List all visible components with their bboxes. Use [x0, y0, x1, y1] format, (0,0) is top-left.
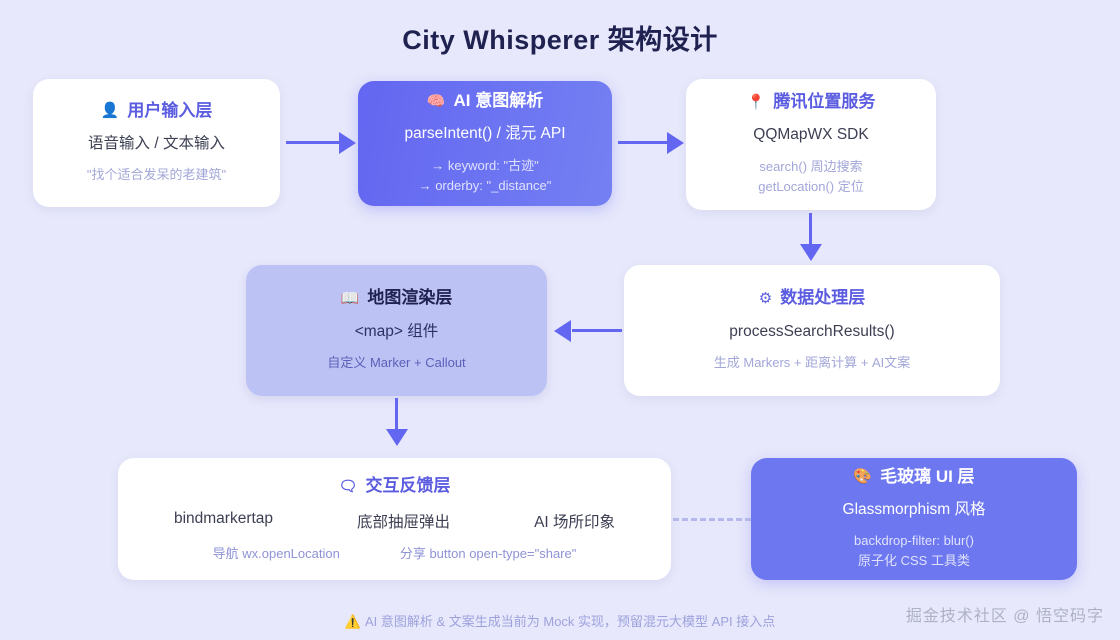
card-glass-ui-sub-1: backdrop-filter: blur(): [854, 533, 974, 549]
warning-icon: ⚠️: [344, 614, 361, 629]
card-glass-ui-sub: backdrop-filter: blur() 原子化 CSS 工具类: [854, 531, 974, 571]
card-interaction-title: 交互反馈层: [365, 476, 451, 496]
card-user-input[interactable]: 👤 用户输入层 语音输入 / 文本输入 "找个适合发呆的老建筑": [33, 79, 280, 207]
connector-user-to-ai-arrow: [339, 132, 356, 154]
card-tencent-location-header: 📍 腾讯位置服务: [747, 92, 876, 112]
card-user-input-sub: "找个适合发呆的老建筑": [86, 167, 227, 183]
connector-map-to-interaction-arrow: [386, 429, 408, 446]
connector-ai-to-tencent-arrow: [667, 132, 684, 154]
card-user-input-header: 👤 用户输入层: [101, 101, 213, 121]
gear-icon: ⚙: [758, 289, 773, 307]
footer-note-text: AI 意图解析 & 文案生成当前为 Mock 实现，预留混元大模型 API 接入…: [364, 614, 776, 629]
card-map-render[interactable]: 📖 地图渲染层 <map> 组件 自定义 Marker + Callout: [246, 265, 547, 396]
footer-note: ⚠️AI 意图解析 & 文案生成当前为 Mock 实现，预留混元大模型 API …: [0, 611, 1120, 630]
connector-data-to-map-line: [572, 329, 622, 332]
card-data-process-main: processSearchResults(): [729, 322, 895, 340]
connector-tencent-to-data-arrow: [800, 244, 822, 261]
connector-interaction-to-glass-dashed: [673, 518, 751, 521]
card-ai-intent-title: AI 意图解析: [453, 91, 544, 111]
card-data-process-title: 数据处理层: [780, 288, 866, 308]
speech-bubble-icon: 🗨: [338, 477, 358, 495]
card-tencent-location[interactable]: 📍 腾讯位置服务 QQMapWX SDK search() 周边搜索 getLo…: [686, 79, 936, 210]
card-interaction-columns: bindmarkertap 底部抽屉弹出 AI 场所印象: [174, 510, 615, 532]
page-title: City Whisperer 架构设计: [402, 25, 718, 55]
map-icon: 📖: [340, 289, 360, 307]
card-ai-intent-sub-1: → keyword: "古迹": [431, 157, 539, 173]
brain-icon: 🧠: [426, 92, 446, 110]
card-tencent-location-sub: search() 周边搜索 getLocation() 定位: [758, 157, 864, 197]
card-map-render-title: 地图渲染层: [367, 288, 453, 308]
card-user-input-main: 语音输入 / 文本输入: [88, 135, 225, 153]
card-interaction-header: 🗨 交互反馈层: [338, 476, 450, 496]
card-ai-intent-sub: → keyword: "古迹" → orderby: "_distance": [419, 156, 552, 196]
card-interaction-col-2: AI 场所印象: [534, 513, 616, 531]
user-icon: 👤: [100, 102, 120, 120]
card-map-render-sub: 自定义 Marker + Callout: [327, 354, 466, 370]
card-map-render-main: <map> 组件: [354, 322, 439, 340]
card-tencent-location-title: 腾讯位置服务: [773, 92, 876, 112]
connector-map-to-interaction-line: [395, 398, 398, 431]
card-tencent-location-sub-1: search() 周边搜索: [759, 158, 863, 174]
card-ai-intent-main: parseIntent() / 混元 API: [404, 125, 566, 143]
connector-tencent-to-data-line: [809, 213, 812, 246]
card-interaction-sub-1: 分享 button open-type="share": [399, 545, 577, 561]
card-glass-ui[interactable]: 🎨 毛玻璃 UI 层 Glassmorphism 风格 backdrop-fil…: [751, 458, 1077, 580]
card-interaction[interactable]: 🗨 交互反馈层 bindmarkertap 底部抽屉弹出 AI 场所印象 导航 …: [118, 458, 671, 580]
card-glass-ui-sub-2: 原子化 CSS 工具类: [858, 553, 970, 569]
card-interaction-col-0: bindmarkertap: [173, 509, 274, 527]
card-interaction-sub-0: 导航 wx.openLocation: [212, 545, 340, 561]
map-pin-icon: 📍: [746, 93, 766, 111]
card-ai-intent-sub-2: → orderby: "_distance": [418, 177, 552, 193]
palette-icon: 🎨: [853, 468, 873, 486]
card-data-process-header: ⚙ 数据处理层: [759, 288, 865, 308]
card-ai-intent-header: 🧠 AI 意图解析: [427, 91, 543, 111]
card-interaction-subs: 导航 wx.openLocation 分享 button open-type="…: [213, 543, 577, 562]
connector-user-to-ai-line: [286, 141, 341, 144]
card-glass-ui-title: 毛玻璃 UI 层: [880, 466, 975, 486]
card-tencent-location-main: QQMapWX SDK: [753, 126, 869, 144]
card-data-process[interactable]: ⚙ 数据处理层 processSearchResults() 生成 Marker…: [624, 265, 1000, 396]
card-tencent-location-sub-2: getLocation() 定位: [758, 178, 864, 194]
card-data-process-sub: 生成 Markers + 距离计算 + AI文案: [713, 354, 911, 370]
card-glass-ui-header: 🎨 毛玻璃 UI 层: [853, 467, 974, 487]
connector-ai-to-tencent-line: [618, 141, 669, 144]
connector-data-to-map-arrow: [554, 320, 571, 342]
card-user-input-title: 用户输入层: [127, 100, 213, 120]
watermark: 掘金技术社区 @ 悟空码字: [905, 608, 1104, 625]
card-map-render-header: 📖 地图渲染层: [341, 288, 453, 308]
card-glass-ui-main: Glassmorphism 风格: [842, 500, 986, 518]
card-ai-intent[interactable]: 🧠 AI 意图解析 parseIntent() / 混元 API → keywo…: [358, 81, 612, 206]
card-interaction-col-1: 底部抽屉弹出: [357, 513, 451, 531]
